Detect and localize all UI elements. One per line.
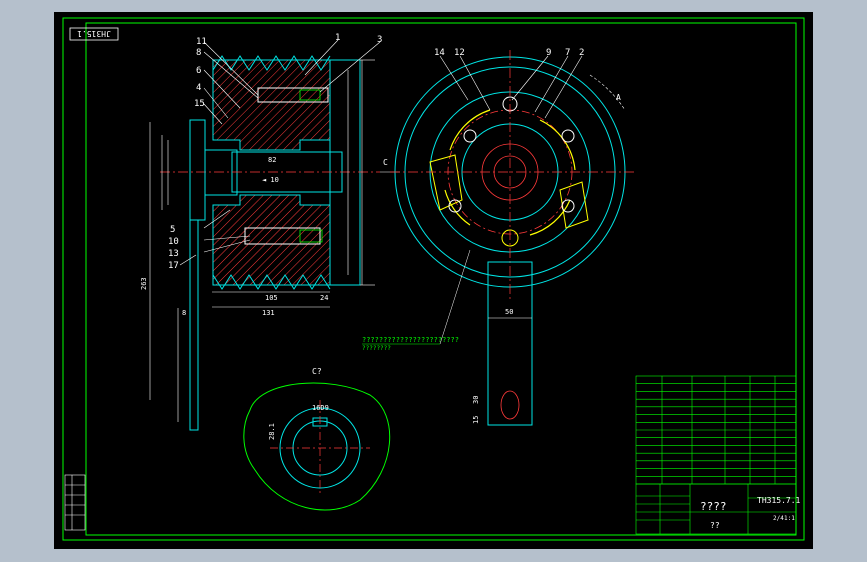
parts-list <box>635 375 797 485</box>
dim-263: 263 <box>140 277 148 290</box>
title-scale: 1:1 <box>784 515 795 522</box>
balloon-1: 1 <box>335 33 340 43</box>
dim-15: 15 <box>472 416 480 424</box>
balloon-3: 3 <box>377 35 382 45</box>
balloon-9: 9 <box>546 48 551 58</box>
balloon-17: 17 <box>168 261 179 271</box>
balloon-10: 10 <box>168 237 179 247</box>
dimensions-left <box>149 60 363 422</box>
balloon-12: 12 <box>454 48 465 58</box>
dim-82: 82 <box>268 156 276 164</box>
section-view-pulley: ◄ 10 <box>160 55 380 431</box>
drawing-area <box>54 12 813 549</box>
dim-131: 131 <box>262 309 275 317</box>
title-block <box>635 483 797 535</box>
balloon-6: 6 <box>196 66 201 76</box>
view-c-label: C? <box>312 367 322 376</box>
dim-105: 105 <box>265 294 278 302</box>
dim-24: 24 <box>320 294 328 302</box>
dim-50: 50 <box>505 308 513 316</box>
outer-frame <box>62 17 805 541</box>
title-bottom: ?? <box>710 521 720 530</box>
title-sheet: 2/4 <box>773 515 784 522</box>
leaders-left <box>179 39 381 266</box>
leaders-right <box>439 55 583 119</box>
stamp-box: JH315.1 <box>69 27 119 41</box>
dim-28: 28.1 <box>268 423 276 440</box>
section-c-label: C <box>383 158 388 167</box>
note-text: ??????????????????????? <box>362 336 459 344</box>
title-name: ???? <box>700 500 727 513</box>
svg-text:◄ 10: ◄ 10 <box>262 176 279 184</box>
dim-16d9: 16D9 <box>312 404 329 412</box>
balloon-11: 11 <box>196 37 207 47</box>
note-sub: ???????? <box>362 345 391 352</box>
balloon-8: 8 <box>196 48 201 58</box>
balloon-4: 4 <box>196 83 201 93</box>
dim-30: 30 <box>472 396 480 404</box>
balloon-2: 2 <box>579 48 584 58</box>
title-code: TH315.7.1 <box>757 496 801 505</box>
balloon-7: 7 <box>565 48 570 58</box>
side-table <box>64 474 86 531</box>
view-c-cam <box>243 382 391 511</box>
balloon-13: 13 <box>168 249 179 259</box>
balloon-14: 14 <box>434 48 445 58</box>
stamp-text: JH315.1 <box>77 29 111 38</box>
front-view-wheel <box>390 50 635 426</box>
inner-frame <box>85 22 797 536</box>
section-a-label: A <box>616 93 621 102</box>
bolt-bottom <box>244 227 321 245</box>
balloon-5: 5 <box>170 225 175 235</box>
balloon-15: 15 <box>194 99 205 109</box>
dim-8: 8 <box>182 309 186 317</box>
